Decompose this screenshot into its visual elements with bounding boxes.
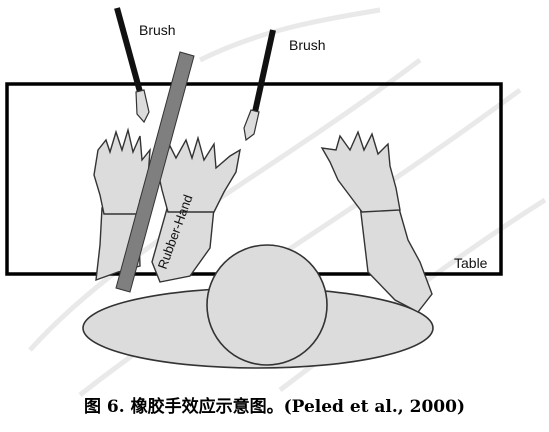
brush-right xyxy=(243,29,276,142)
brush-right-label: Brush xyxy=(289,37,326,53)
right-arm xyxy=(359,204,433,313)
figure-caption: 图 6. 橡胶手效应示意图。(Peled et al., 2000) xyxy=(83,397,466,417)
person-head xyxy=(206,244,328,366)
brush-left xyxy=(114,7,150,124)
table-label: Table xyxy=(454,255,488,271)
right-hand xyxy=(320,130,401,213)
occluding-screen xyxy=(115,51,195,293)
brush-left-label: Brush xyxy=(139,22,176,38)
left-real-hand xyxy=(93,127,151,215)
rubber-hand xyxy=(157,135,241,213)
